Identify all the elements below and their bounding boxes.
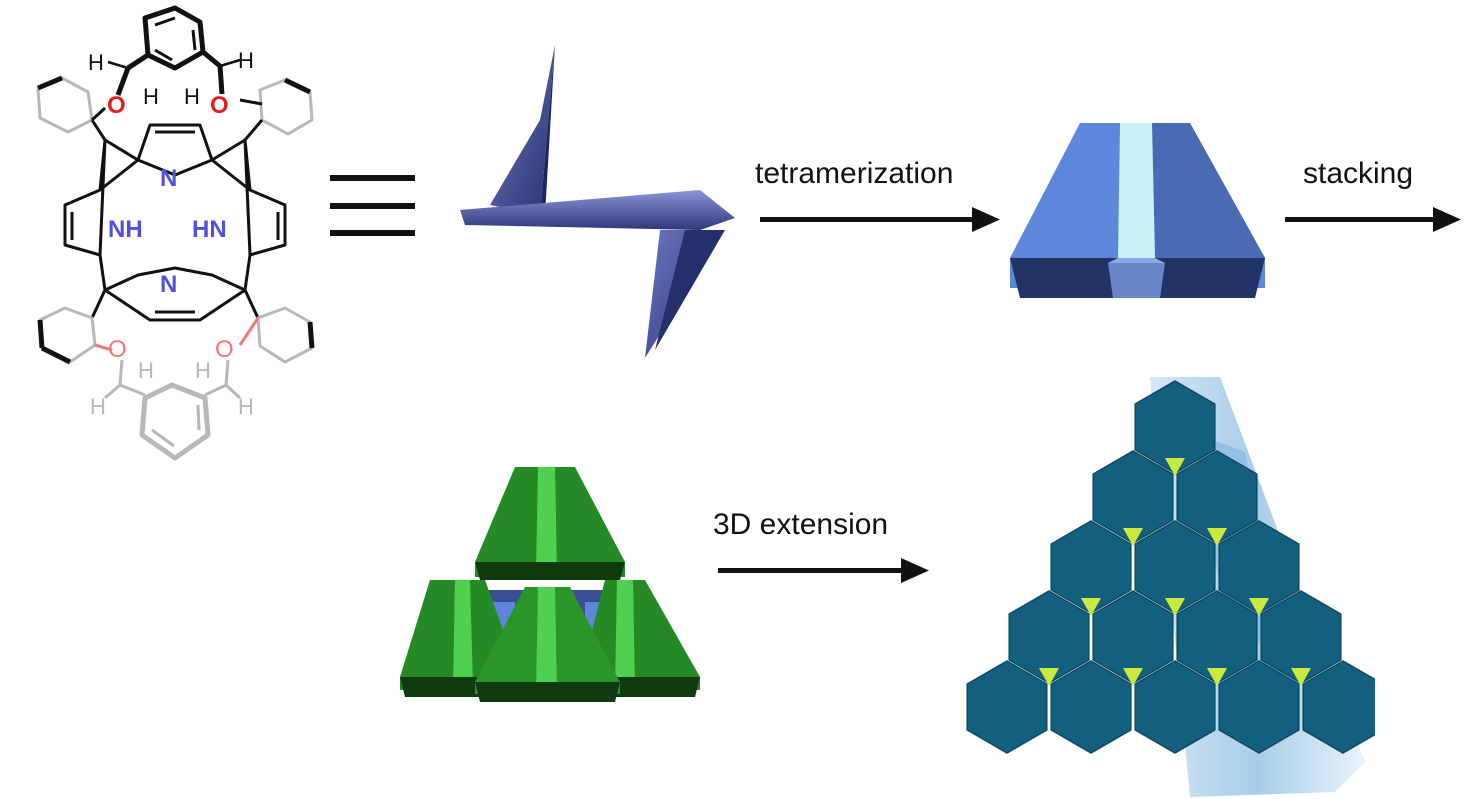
top-benzene-ring [145,8,203,68]
bottom-benzene-ring [142,385,208,458]
framework-pyramid [945,372,1375,797]
tetramerization-label: tetramerization [755,157,953,191]
nitrogen-label-nh: NH [108,216,143,243]
hydrogen-label-5: H [138,358,154,383]
extension-label: 3D extension [713,508,888,542]
phenyl-bottom-left [40,290,112,362]
stacking-arrow [1285,205,1465,235]
stacking-label: stacking [1303,157,1413,191]
phenyl-top-right [240,80,312,140]
nitrogen-label-hn: HN [192,216,227,243]
tetramer-shape [1000,118,1275,308]
nitrogen-label-top: N [160,165,177,192]
oxygen-label-bottom-right: O [215,336,234,363]
stack-top-unit [475,467,625,580]
hydrogen-label-8: H [238,394,254,419]
equivalence-symbol [330,172,420,242]
stacked-tetramers [395,462,710,707]
nitrogen-label-bottom: N [160,271,177,298]
phenyl-bottom-right [240,290,312,362]
hydrogen-label-2: H [143,84,159,109]
oxygen-label-bottom-left: O [108,336,127,363]
monomer-shape [450,40,750,370]
porphyrin-structure: O O H H H H N NH HN [0,0,330,470]
hydrogen-label-6: H [90,394,106,419]
oxygen-label-top-right: O [210,92,229,119]
phenyl-top-left [38,78,105,140]
extension-arrow [718,556,933,586]
hydrogen-label-3: H [184,84,200,109]
hydrogen-label-4: H [238,48,254,73]
oxygen-label-top-left: O [107,92,126,119]
tetramerization-arrow [760,205,1005,235]
hydrogen-label-7: H [195,358,211,383]
hydrogen-label-1: H [88,50,104,75]
